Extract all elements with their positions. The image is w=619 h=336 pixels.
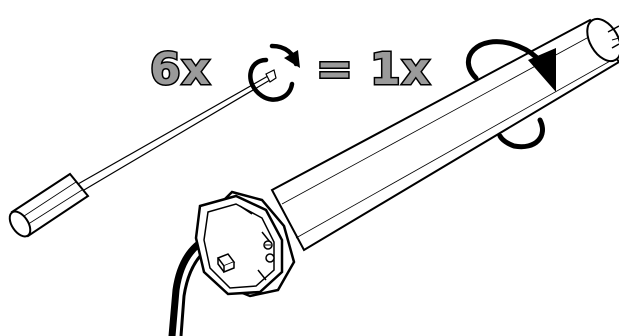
equals-sign: =	[316, 44, 354, 95]
turns-left-label: 6x	[150, 44, 211, 95]
motor-head	[196, 192, 294, 296]
turns-right-label: 1x	[370, 44, 431, 95]
